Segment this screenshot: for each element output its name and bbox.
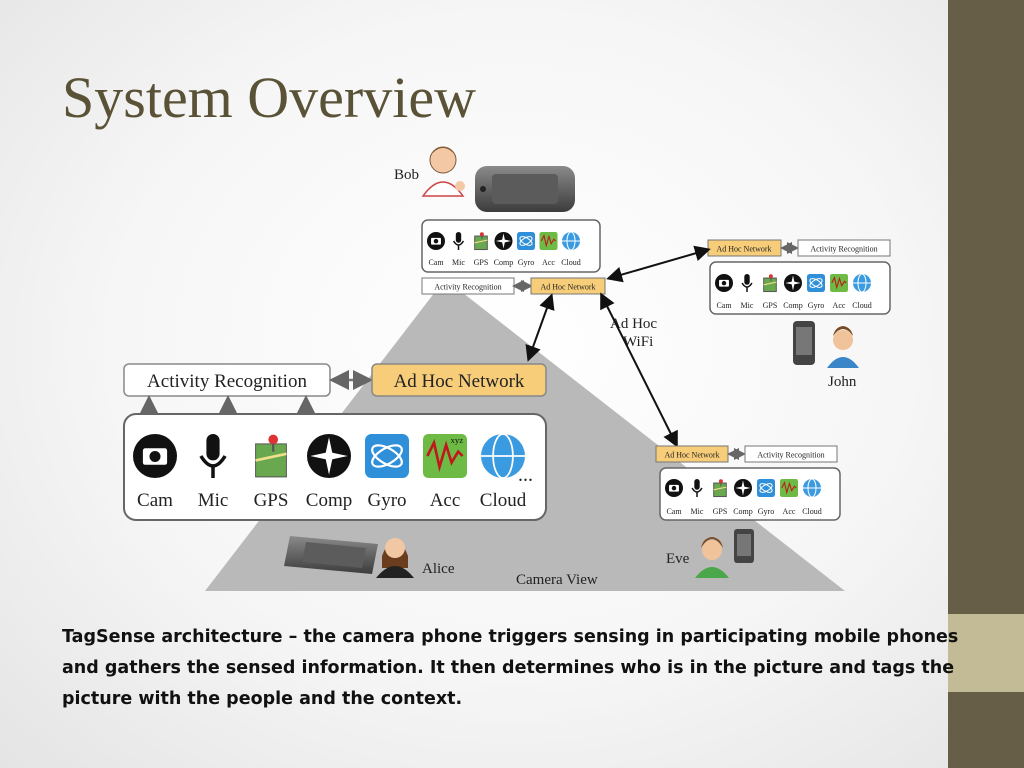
camera-icon bbox=[665, 479, 683, 497]
eve-sensor-label-gps: GPS bbox=[713, 507, 728, 516]
john-sensor-label-mic: Mic bbox=[741, 301, 754, 310]
alice-sensor-label-cloud: Cloud bbox=[480, 490, 527, 511]
john-ad-hoc-network-box: Ad Hoc Network bbox=[707, 239, 782, 257]
cloud-globe-icon bbox=[481, 433, 525, 479]
gps-map-icon bbox=[763, 274, 777, 293]
bob-sensor-label-gyro: Gyro bbox=[518, 258, 534, 267]
accelerometer-icon bbox=[830, 274, 848, 292]
bob-avatar bbox=[421, 146, 465, 197]
compass-icon bbox=[494, 232, 513, 250]
bob-alice-link-arrow bbox=[525, 293, 555, 362]
eve-phone-icon bbox=[734, 529, 754, 563]
alice-phone-icon bbox=[284, 536, 378, 574]
gyroscope-icon bbox=[365, 434, 409, 478]
accelerometer-icon: xyz bbox=[423, 434, 467, 478]
eve-avatar bbox=[695, 537, 729, 578]
svg-text:Activity Recognition: Activity Recognition bbox=[810, 245, 877, 254]
eve-sensor-label-mic: Mic bbox=[691, 507, 704, 516]
john-sensor-label-cloud: Cloud bbox=[852, 301, 872, 310]
john-sensor-label-cam: Cam bbox=[716, 301, 732, 310]
bob-sensor-label-mic: Mic bbox=[452, 258, 465, 267]
john-sensor-label-comp: Comp bbox=[783, 301, 803, 310]
alice-label: Alice bbox=[422, 561, 455, 577]
bob-sensor-label-comp: Comp bbox=[494, 258, 514, 267]
alice-sensor-label-acc: Acc bbox=[430, 490, 461, 511]
eve-activity-recognition-box: Activity Recognition bbox=[744, 445, 838, 463]
cloud-globe-icon bbox=[562, 231, 580, 251]
microphone-icon bbox=[199, 434, 227, 478]
john-sensor-label-gyro: Gyro bbox=[808, 301, 824, 310]
john-activity-recognition-box: Activity Recognition bbox=[797, 239, 891, 257]
slide-title: System Overview bbox=[62, 65, 476, 130]
eve-sensor-label-gyro: Gyro bbox=[758, 507, 774, 516]
john-label: John bbox=[828, 374, 857, 390]
eve-label: Eve bbox=[666, 551, 690, 567]
slide-caption: TagSense architecture – the camera phone… bbox=[62, 627, 959, 709]
bob-sensor-label-gps: GPS bbox=[474, 258, 489, 267]
sensor-to-ar-arrows bbox=[139, 395, 316, 415]
bob-sensor-label-acc: Acc bbox=[542, 258, 555, 267]
compass-icon bbox=[307, 434, 351, 478]
microphone-icon bbox=[741, 274, 753, 292]
cloud-globe-icon bbox=[853, 273, 871, 293]
svg-text:Activity Recognition: Activity Recognition bbox=[434, 283, 501, 292]
john-avatar bbox=[827, 326, 859, 368]
gyroscope-icon bbox=[517, 232, 535, 250]
more-sensors-indicator: ... bbox=[518, 464, 533, 486]
svg-text:Activity Recognition: Activity Recognition bbox=[147, 371, 307, 392]
bob-sensor-label-cam: Cam bbox=[428, 258, 444, 267]
bob-sensor-label-cloud: Cloud bbox=[561, 258, 581, 267]
alice-avatar bbox=[376, 538, 414, 578]
camera-view-label: Camera View bbox=[516, 572, 598, 588]
accelerometer-icon bbox=[539, 232, 558, 250]
bob-activity-recognition-box: Activity Recognition bbox=[421, 277, 515, 295]
gyroscope-icon bbox=[757, 479, 775, 497]
camera-icon bbox=[427, 232, 445, 250]
acc-xyz-label: xyz bbox=[451, 435, 464, 445]
eve-sensor-label-comp: Comp bbox=[733, 507, 753, 516]
eve-sensor-panel: Cam Mic GPS Comp Gyro Acc Cloud bbox=[659, 467, 841, 521]
camera-icon bbox=[715, 274, 733, 292]
svg-text:Ad Hoc Network: Ad Hoc Network bbox=[664, 451, 719, 460]
compass-icon bbox=[784, 274, 802, 292]
alice-sensor-label-mic: Mic bbox=[198, 490, 229, 511]
bob-sensor-panel: Cam Mic GPS Comp Gyro Acc Cloud bbox=[421, 219, 601, 273]
cloud-globe-icon bbox=[803, 478, 821, 498]
gps-map-icon bbox=[255, 434, 287, 478]
svg-text:Ad Hoc Network: Ad Hoc Network bbox=[394, 371, 525, 392]
side-accent-block bbox=[948, 614, 1024, 692]
eve-sensor-label-cam: Cam bbox=[666, 507, 682, 516]
microphone-icon bbox=[691, 479, 703, 497]
svg-text:Ad Hoc Network: Ad Hoc Network bbox=[716, 245, 771, 254]
gps-map-icon bbox=[713, 479, 727, 498]
john-sensor-panel: Cam Mic GPS Comp Gyro Acc Cloud bbox=[709, 261, 891, 315]
bob-ad-hoc-network-box: Ad Hoc Network bbox=[530, 277, 606, 295]
eve-sensor-label-acc: Acc bbox=[783, 507, 796, 516]
john-sensor-label-gps: GPS bbox=[763, 301, 778, 310]
camera-icon bbox=[133, 434, 177, 478]
john-sensor-label-acc: Acc bbox=[833, 301, 846, 310]
gyroscope-icon bbox=[807, 274, 825, 292]
accelerometer-icon bbox=[780, 479, 798, 497]
bob-phone-icon bbox=[475, 166, 575, 212]
bob-eve-link-arrow bbox=[600, 292, 678, 448]
bob-label: Bob bbox=[394, 167, 419, 183]
john-phone-icon bbox=[793, 321, 815, 365]
microphone-icon bbox=[452, 232, 465, 250]
svg-text:Ad Hoc Network: Ad Hoc Network bbox=[540, 283, 595, 292]
bob-john-link-arrow bbox=[606, 245, 711, 283]
alice-activity-recognition-box: Activity Recognition bbox=[123, 363, 331, 397]
alice-sensor-label-cam: Cam bbox=[137, 490, 173, 511]
gps-map-icon bbox=[474, 232, 488, 251]
alice-sensor-label-gyro: Gyro bbox=[367, 490, 406, 511]
eve-ad-hoc-network-box: Ad Hoc Network bbox=[655, 445, 729, 463]
eve-sensor-label-cloud: Cloud bbox=[802, 507, 822, 516]
alice-sensor-label-comp: Comp bbox=[306, 490, 352, 511]
compass-icon bbox=[734, 479, 752, 497]
alice-sensor-label-gps: GPS bbox=[254, 490, 289, 511]
alice-ad-hoc-network-box: Ad Hoc Network bbox=[371, 363, 547, 397]
svg-text:Activity Recognition: Activity Recognition bbox=[757, 451, 824, 460]
